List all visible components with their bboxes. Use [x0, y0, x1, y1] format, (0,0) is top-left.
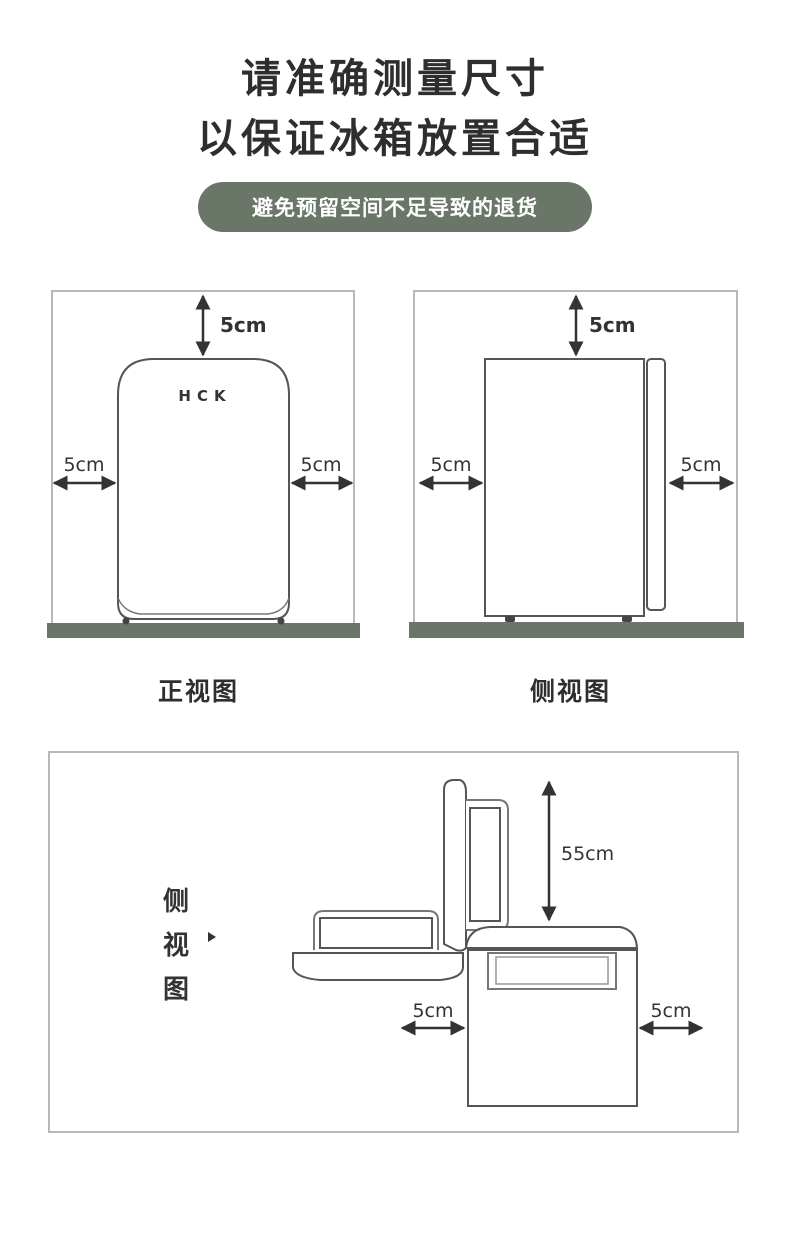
side-fridge-door [646, 358, 666, 611]
top-fridge-inner-shelf [487, 952, 617, 990]
side-foot-right [622, 616, 632, 622]
page-title-line-1: 请准确测量尺寸 [241, 56, 549, 102]
vertical-label-char-3: 图 [162, 975, 189, 1005]
side-view-diagram: 5cm 5cm 5cm [409, 290, 744, 638]
open-door-left-shelf [313, 910, 439, 950]
front-floor-bar [47, 623, 360, 638]
front-top-gap-label: 5cm [220, 313, 267, 337]
page-title-line-2: 以保证冰箱放置合适 [197, 116, 593, 162]
vertical-label-char-1: 侧 [162, 887, 189, 917]
pointer-triangle-icon [208, 932, 216, 942]
door-open-diagram: 55cm 5cm 5cm [48, 751, 739, 1133]
open-door-up [443, 779, 467, 952]
front-foot-left [122, 617, 130, 625]
open-door-up-bin [469, 807, 501, 922]
top-fridge-inner-bin [495, 956, 609, 985]
door-left-gap-label: 5cm [412, 1000, 453, 1022]
front-left-gap-label: 5cm [63, 454, 104, 476]
top-fridge-lid [464, 926, 639, 949]
vertical-side-view-label: 侧 视 图 [158, 880, 194, 1012]
front-fridge-base [117, 597, 290, 615]
side-fridge-body [484, 358, 645, 617]
open-door-left-bin [319, 917, 433, 949]
open-door-left [292, 952, 464, 981]
side-floor-bar [409, 622, 744, 638]
open-door-up-shelf [466, 799, 509, 931]
door-right-gap-label: 5cm [650, 1000, 691, 1022]
side-top-gap-label: 5cm [589, 313, 636, 337]
side-left-gap-label: 5cm [430, 454, 471, 476]
side-right-gap-label: 5cm [680, 454, 721, 476]
front-foot-right [277, 617, 285, 625]
lid-clearance-label: 55cm [561, 843, 614, 865]
front-view-diagram: HCK 5cm 5cm 5cm [47, 290, 360, 638]
top-fridge-body [467, 949, 638, 1107]
side-foot-left [505, 616, 515, 622]
side-view-caption: 侧视图 [530, 677, 612, 706]
vertical-label-char-2: 视 [162, 931, 189, 961]
notice-badge: 避免预留空间不足导致的退货 [198, 182, 592, 232]
front-right-gap-label: 5cm [300, 454, 341, 476]
front-view-caption: 正视图 [158, 677, 240, 706]
brand-logo: HCK [178, 387, 231, 405]
door-open-frame [48, 751, 739, 1133]
